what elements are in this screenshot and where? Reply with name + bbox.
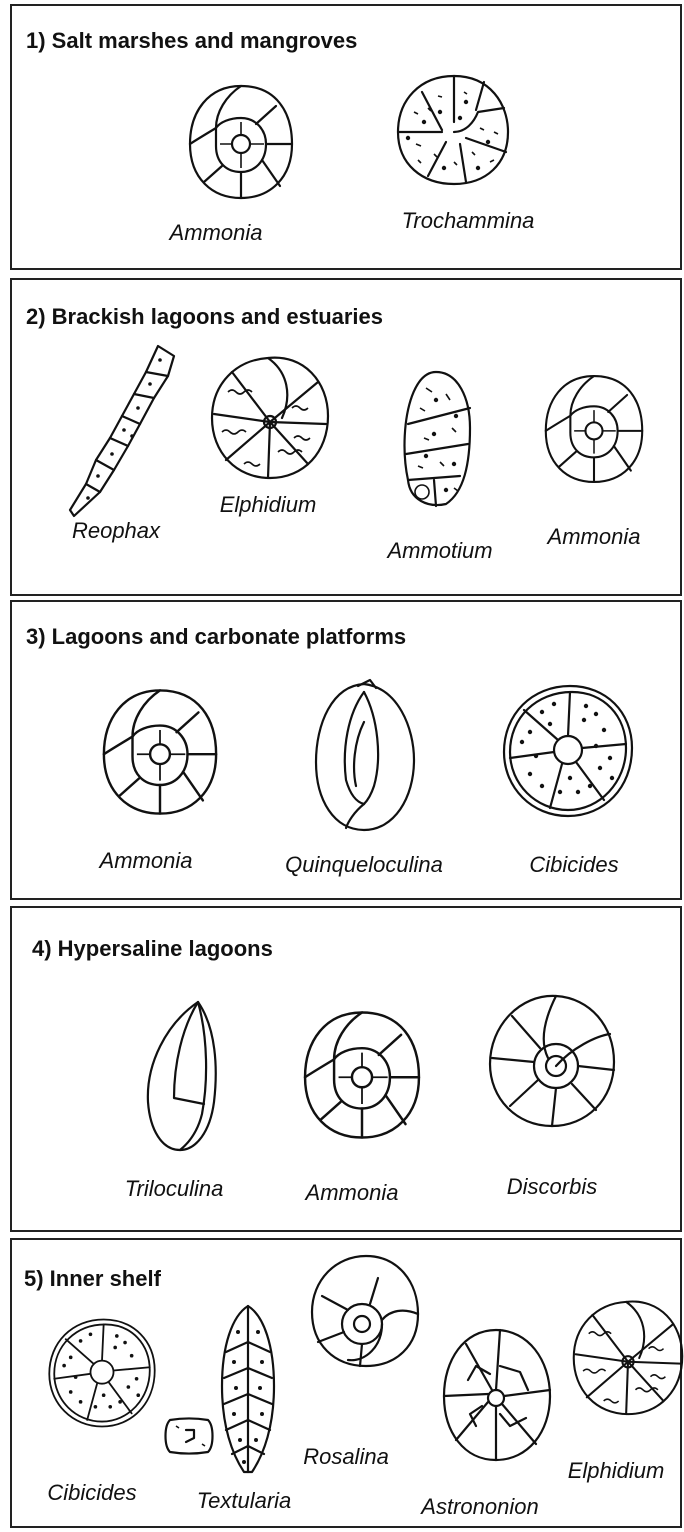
elphidium-fossil	[570, 1294, 684, 1422]
ammotium-fossil	[396, 368, 476, 508]
panel-hypersaline-lagoons: 4) Hypersaline lagoons Triloculina Ammon…	[10, 906, 682, 1232]
ammonia-fossil	[98, 686, 222, 818]
genus-label-cibicides: Cibicides	[529, 852, 618, 878]
panel-salt-marshes: 1) Salt marshes and mangroves Ammonia	[10, 4, 682, 270]
genus-label-elphidium: Elphidium	[220, 492, 317, 518]
genus-label-elphidium: Elphidium	[568, 1458, 665, 1484]
genus-label-ammonia: Ammonia	[170, 220, 263, 246]
panel-carbonate-platforms: 3) Lagoons and carbonate platforms Ammon…	[10, 600, 682, 900]
ammonia-fossil	[542, 372, 646, 486]
ammonia-fossil	[300, 1008, 424, 1142]
triloculina-fossil	[144, 998, 220, 1154]
astrononion-fossil	[440, 1326, 554, 1464]
genus-label-reophax: Reophax	[72, 518, 160, 544]
genus-label-ammonia: Ammonia	[100, 848, 193, 874]
ammonia-fossil	[186, 82, 296, 202]
genus-label-quinqueloculina: Quinqueloculina	[285, 852, 443, 878]
genus-label-rosalina: Rosalina	[303, 1444, 389, 1470]
rosalina-fossil	[308, 1252, 422, 1370]
panel-title: 4) Hypersaline lagoons	[32, 936, 273, 962]
genus-label-triloculina: Triloculina	[125, 1176, 224, 1202]
textularia-aperture-fossil	[162, 1416, 216, 1456]
cibicides-fossil	[500, 682, 636, 820]
reophax-fossil	[66, 342, 178, 520]
genus-label-textularia: Textularia	[197, 1488, 292, 1514]
panel-title: 3) Lagoons and carbonate platforms	[26, 624, 406, 650]
panel-title: 5) Inner shelf	[24, 1266, 161, 1292]
cibicides-fossil	[46, 1304, 158, 1442]
panel-title: 1) Salt marshes and mangroves	[26, 28, 357, 54]
genus-label-ammotium: Ammotium	[387, 538, 492, 564]
genus-label-discorbis: Discorbis	[507, 1174, 597, 1200]
discorbis-fossil	[486, 992, 618, 1130]
elphidium-fossil	[208, 352, 332, 484]
quinqueloculina-fossil	[312, 678, 418, 834]
genus-label-trochammina: Trochammina	[402, 208, 535, 234]
panel-inner-shelf: 5) Inner shelf Cibicides	[10, 1238, 682, 1528]
genus-label-astrononion: Astrononion	[421, 1494, 538, 1520]
panel-brackish-lagoons: 2) Brackish lagoons and estuaries Reopha…	[10, 278, 682, 596]
panel-title: 2) Brackish lagoons and estuaries	[26, 304, 383, 330]
trochammina-fossil	[394, 72, 512, 188]
genus-label-cibicides: Cibicides	[47, 1480, 136, 1506]
textularia-fossil	[218, 1302, 278, 1478]
genus-label-ammonia: Ammonia	[548, 524, 641, 550]
genus-label-ammonia: Ammonia	[306, 1180, 399, 1206]
